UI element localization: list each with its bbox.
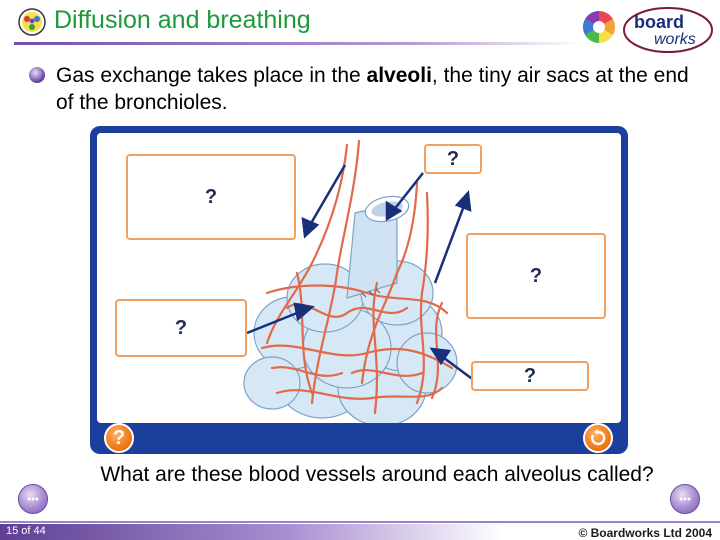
color-wheel-icon — [582, 10, 616, 44]
footer-bar — [0, 524, 720, 540]
reset-button[interactable] — [583, 423, 613, 453]
svg-text:works: works — [654, 31, 696, 48]
flower-icon — [18, 8, 46, 36]
label-box-3[interactable]: ? — [466, 233, 606, 319]
copyright-text: © Boardworks Ltd 2004 — [578, 526, 712, 540]
help-button[interactable]: ? — [104, 423, 134, 453]
footer-rule — [0, 521, 720, 523]
bullet-icon — [29, 67, 45, 83]
svg-text:board: board — [634, 12, 684, 32]
next-slide-button[interactable] — [670, 484, 700, 514]
page-title: Diffusion and breathing — [54, 6, 311, 34]
question-text: What are these blood vessels around each… — [100, 463, 654, 486]
intro-text: Gas exchange takes place in the alveoli,… — [56, 64, 689, 114]
chevron-right-icon — [679, 497, 691, 501]
slide-number: 15 of 44 — [6, 525, 46, 537]
label-box-4[interactable]: ? — [115, 299, 247, 357]
alveoli-illustration — [243, 139, 476, 423]
reset-icon — [590, 429, 606, 446]
label-box-1[interactable]: ? — [126, 154, 296, 240]
chevron-left-icon — [27, 497, 39, 501]
label-box-2[interactable]: ? — [424, 144, 482, 174]
title-divider — [14, 42, 584, 45]
previous-slide-button[interactable] — [18, 484, 48, 514]
boardworks-logo: board works — [623, 7, 713, 53]
label-box-5[interactable]: ? — [471, 361, 589, 391]
